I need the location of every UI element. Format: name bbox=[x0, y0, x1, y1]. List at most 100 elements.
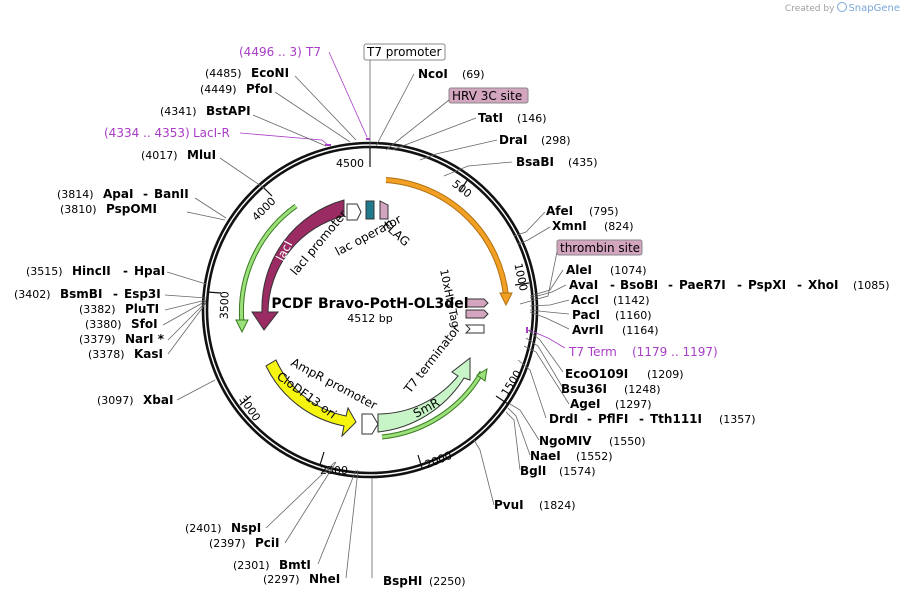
snapgene-brand-name: SnapGene bbox=[848, 3, 900, 14]
paci-position: (1160) bbox=[615, 309, 652, 322]
tati-label: TatI bbox=[478, 111, 503, 125]
pspxi-label: PspXI bbox=[748, 278, 786, 292]
pspomi-position: (3810) bbox=[60, 203, 97, 216]
tick-2000: 2000 bbox=[423, 449, 454, 472]
esp3i-dash: - bbox=[113, 287, 118, 301]
tth111i-dash: - bbox=[639, 412, 644, 426]
ncoi-label: NcoI bbox=[418, 67, 448, 81]
bmti-position: (2301) bbox=[233, 559, 270, 572]
left-site-connectors bbox=[162, 75, 359, 579]
created-by-text: Created by bbox=[784, 4, 835, 14]
plasmid-name: PCDF Bravo-PotH-OL3del bbox=[271, 296, 468, 312]
green-orf-bottom bbox=[381, 371, 484, 439]
xmni-position: (824) bbox=[604, 220, 634, 233]
green-orf-left-arrowhead bbox=[235, 319, 249, 334]
ampr-promoter-arrow bbox=[361, 413, 379, 435]
bsobi-label: BsoBI bbox=[620, 278, 658, 292]
hpai-label: HpaI bbox=[134, 264, 165, 278]
hrv-3c-site-label: HRV 3C site bbox=[452, 89, 522, 103]
hrv-connector bbox=[385, 99, 450, 151]
tick-4000: 4000 bbox=[250, 195, 279, 224]
xbai-position: (3097) bbox=[97, 394, 134, 407]
lac-operator-box bbox=[365, 200, 375, 220]
avrii-position: (1164) bbox=[622, 324, 659, 337]
t7-promoter-label: T7 promoter bbox=[366, 45, 442, 59]
thrombin-connector bbox=[519, 251, 558, 305]
clodf13-ori-arrow bbox=[265, 359, 357, 438]
bstapi-position: (4341) bbox=[160, 105, 197, 118]
apai-position: (3814) bbox=[57, 188, 94, 201]
laci-r-position: (4334 .. 4353) bbox=[104, 126, 190, 140]
nari-position: (3379) bbox=[79, 333, 116, 346]
hrv-3c-site-box bbox=[448, 87, 529, 104]
tick-1000: 1000 bbox=[511, 262, 530, 292]
pfoi-label: PfoI bbox=[246, 82, 273, 96]
hpai-dash: - bbox=[123, 264, 128, 278]
t7-position: (4496 .. 3) bbox=[239, 45, 302, 59]
laci-r-label: LacI-R bbox=[193, 126, 230, 140]
bgli-position: (1574) bbox=[559, 465, 596, 478]
flag-box bbox=[379, 200, 389, 220]
kasi-label: KasI bbox=[134, 347, 163, 361]
afei-position: (795) bbox=[589, 205, 619, 218]
paer7i-dash: - bbox=[668, 278, 673, 292]
esp3i-label: Esp3I bbox=[124, 287, 161, 301]
tick-4500: 4500 bbox=[336, 157, 364, 170]
ecoo109i-label: EcoO109I bbox=[565, 367, 628, 381]
xhoi-label: XhoI bbox=[808, 278, 839, 292]
xmni-label: XmnI bbox=[552, 219, 587, 233]
plasmid-length: 4512 bp bbox=[347, 312, 392, 325]
laci-arrow bbox=[251, 199, 345, 331]
t7term-position: (1179 .. 1197) bbox=[632, 345, 718, 359]
bgli-label: BglI bbox=[520, 464, 546, 478]
naei-position: (1552) bbox=[576, 450, 613, 463]
ecoo109i-position: (1209) bbox=[647, 368, 684, 381]
drdi-label: DrdI bbox=[549, 412, 578, 426]
banii-name: BanII bbox=[154, 187, 189, 201]
laci-promoter-arrow bbox=[346, 203, 362, 221]
drai-position: (298) bbox=[541, 134, 571, 147]
pspxi-dash: - bbox=[737, 278, 742, 292]
nhei-label: NheI bbox=[309, 572, 340, 586]
ngomiv-label: NgoMIV bbox=[539, 434, 592, 448]
alei-position: (1074) bbox=[610, 264, 647, 277]
bsmbi-position: (3402) bbox=[14, 288, 51, 301]
bsphi-label: BspHI bbox=[383, 574, 422, 588]
drdi-position: (1357) bbox=[719, 413, 756, 426]
ngomiv-position: (1550) bbox=[609, 435, 646, 448]
smr-arrow bbox=[377, 356, 471, 433]
bsobi-dash: - bbox=[610, 278, 615, 292]
mlui-label: MluI bbox=[187, 148, 216, 162]
paer7i-label: PaeR7I bbox=[679, 278, 726, 292]
t7-term-arrow bbox=[464, 324, 485, 334]
pvui-label: PvuI bbox=[494, 498, 524, 512]
bsabi-label: BsaBI bbox=[516, 155, 554, 169]
agei-label: AgeI bbox=[570, 397, 600, 411]
apai-label: ApaI bbox=[103, 187, 133, 201]
t7-connector bbox=[328, 51, 368, 138]
pluti-label: PluTI bbox=[125, 302, 159, 316]
bmti-label: BmtI bbox=[279, 558, 311, 572]
xbai-label: XbaI bbox=[143, 393, 173, 407]
thrombin-site-label: thrombin site bbox=[560, 241, 640, 255]
alei-label: AleI bbox=[566, 263, 592, 277]
tati-position: (146) bbox=[517, 112, 547, 125]
thrombin-site-box bbox=[465, 309, 489, 319]
t7term-connector bbox=[528, 329, 566, 349]
laci-r-connector bbox=[239, 132, 329, 146]
t7term-label: T7 Term bbox=[568, 345, 617, 359]
tick-2500: 2500 bbox=[320, 464, 348, 477]
bsu36i-position: (1248) bbox=[624, 383, 661, 396]
snapgene-logo-icon bbox=[837, 2, 848, 12]
orange-orf-arc bbox=[385, 178, 508, 297]
nspi-label: NspI bbox=[231, 521, 261, 535]
his-tag-arrow bbox=[465, 298, 489, 308]
pcii-label: PciI bbox=[255, 536, 280, 550]
bstapi-label: BstAPI bbox=[206, 104, 251, 118]
t7-promoter-box bbox=[363, 43, 446, 61]
ncoi-position: (69) bbox=[462, 68, 485, 81]
mlui-position: (4017) bbox=[141, 149, 178, 162]
snapgene-branding: Created by SnapGene bbox=[785, 2, 900, 14]
pluti-position: (3382) bbox=[79, 303, 116, 316]
